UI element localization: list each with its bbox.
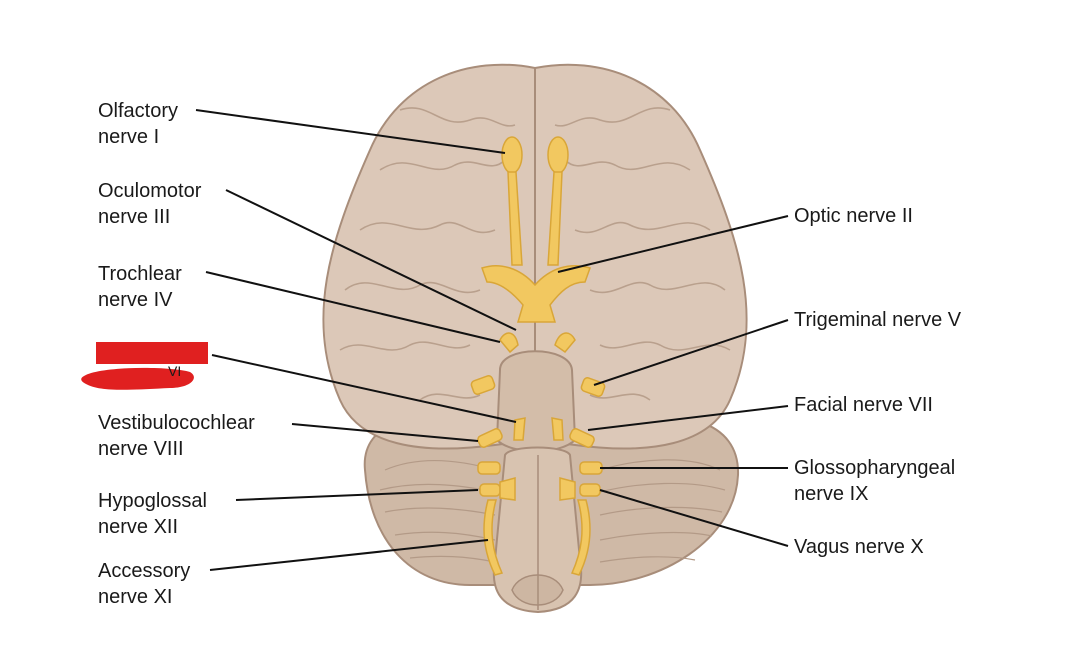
label-line: Optic nerve II — [794, 205, 913, 227]
label-accessory-nerve: Accessory nerve XI — [98, 558, 190, 610]
label-line: Vestibulocochlear — [98, 412, 255, 434]
label-line: VI — [168, 363, 182, 379]
label-line: Trigeminal nerve V — [794, 309, 962, 331]
label-line: Olfactory — [98, 100, 179, 122]
label-line: Glossopharyngeal — [794, 457, 956, 479]
label-abducens-nerve-redacted: Ab VI — [98, 340, 181, 388]
label-line: Vagus nerve X — [794, 536, 924, 558]
optic-chiasm — [481, 264, 591, 323]
label-olfactory-nerve: Olfactory nerve I — [98, 98, 178, 150]
label-line: nerve IV — [98, 289, 173, 311]
label-trigeminal-nerve: Trigeminal nerve V — [794, 307, 961, 333]
leader-lines — [195, 109, 789, 571]
redaction-bar — [96, 342, 208, 364]
label-vagus-nerve: Vagus nerve X — [794, 534, 924, 560]
label-line: nerve XI — [98, 586, 173, 608]
label-line: nerve XII — [98, 516, 179, 538]
redaction-scribble — [81, 367, 194, 390]
label-line: Oculomotor — [98, 180, 202, 202]
label-line: nerve VIII — [98, 438, 184, 460]
gyri — [339, 107, 731, 401]
label-line: Hypoglossal — [98, 490, 207, 512]
label-line: nerve III — [98, 206, 171, 228]
label-glossopharyngeal-nerve: Glossopharyngeal nerve IX — [794, 455, 955, 507]
olfactory-nerve — [501, 136, 569, 266]
label-hypoglossal-nerve: Hypoglossal nerve XII — [98, 488, 207, 540]
label-line: Facial nerve VII — [794, 394, 933, 416]
label-optic-nerve: Optic nerve II — [794, 203, 913, 229]
label-line: Accessory — [98, 560, 191, 582]
label-line: nerve I — [98, 126, 160, 148]
label-facial-nerve: Facial nerve VII — [794, 392, 933, 418]
label-line: nerve IX — [794, 483, 869, 505]
left-hemisphere — [322, 63, 536, 450]
label-line: Trochlear — [98, 263, 182, 285]
label-oculomotor-nerve: Oculomotor nerve III — [98, 178, 201, 230]
label-trochlear-nerve: Trochlear nerve IV — [98, 261, 182, 313]
label-vestibulocochlear-nerve: Vestibulocochlear nerve VIII — [98, 410, 255, 462]
